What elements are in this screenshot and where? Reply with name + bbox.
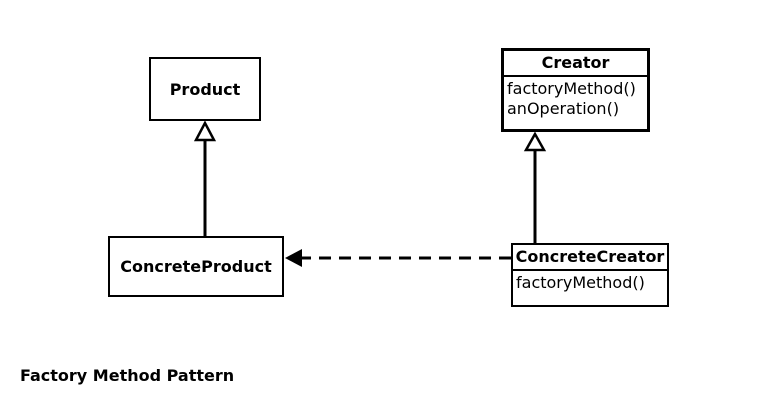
dependency-arrowhead [285, 249, 302, 267]
product-class: Product [149, 57, 261, 121]
creator-inheritance-arrowhead [523, 131, 547, 152]
concrete-product-class-name: ConcreteProduct [120, 257, 272, 276]
diagram-caption: Factory Method Pattern [20, 366, 235, 385]
creator-class-name: Creator [504, 51, 647, 77]
concrete-creator-operation: factoryMethod() [516, 273, 645, 292]
concrete-creator-class-name: ConcreteCreator [513, 245, 667, 271]
product-inheritance-arrowhead [193, 120, 217, 142]
creator-operations: factoryMethod() anOperation() [504, 77, 647, 119]
concrete-product-class: ConcreteProduct [108, 236, 284, 297]
creator-operation: factoryMethod() [507, 79, 636, 98]
concrete-creator-operations: factoryMethod() [513, 271, 667, 293]
creator-class: Creator factoryMethod() anOperation() [501, 48, 650, 132]
creator-operation: anOperation() [507, 99, 620, 118]
concrete-creator-class: ConcreteCreator factoryMethod() [511, 243, 669, 307]
product-class-name: Product [169, 79, 241, 99]
